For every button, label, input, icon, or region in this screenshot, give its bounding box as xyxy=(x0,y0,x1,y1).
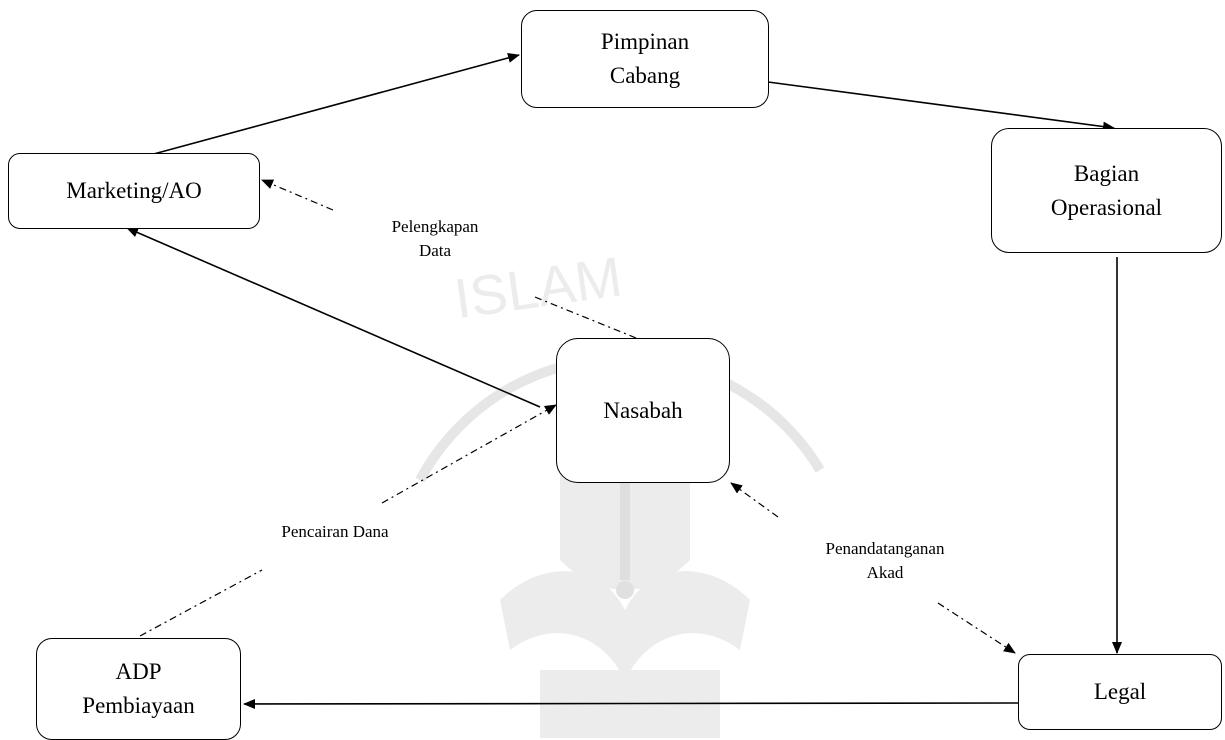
arrow-nasabah-to-marketing xyxy=(126,227,541,408)
dash-penandatanganan-to-legal xyxy=(937,602,1016,654)
node-pimpinan-cabang: Pimpinan Cabang xyxy=(521,10,769,108)
node-label: Nasabah xyxy=(603,397,683,423)
dash-nasabah-to-pelengkapan xyxy=(534,296,637,339)
node-adp-pembiayaan: ADP Pembiayaan xyxy=(36,638,241,740)
label-pencairan-dana: Pencairan Dana xyxy=(240,520,430,544)
dash-adp-to-pencairan xyxy=(139,569,263,637)
node-label: ADP xyxy=(115,659,162,684)
dash-penandatanganan-to-nasabah xyxy=(730,482,779,518)
dash-pencairan-to-nasabah xyxy=(381,404,557,504)
label-line: Pelengkapan xyxy=(391,217,479,236)
node-label: Legal xyxy=(1093,679,1147,704)
dash-pelengkapan-to-marketing xyxy=(261,179,334,211)
node-label: Bagian xyxy=(1073,160,1140,186)
node-nasabah: Nasabah xyxy=(556,338,730,483)
label-line: Akad xyxy=(866,563,904,582)
node-legal: Legal xyxy=(1018,654,1222,730)
node-bagian-operasional: Bagian Operasional xyxy=(991,128,1222,253)
node-label: Cabang xyxy=(609,63,681,88)
label-pelengkapan-data: Pelengkapan Data xyxy=(355,215,515,263)
label-line: Penandatanganan xyxy=(825,539,945,558)
label-line: Data xyxy=(418,241,452,260)
node-label: Marketing/AO xyxy=(66,178,202,203)
arrow-pimpinan-to-operasional xyxy=(767,81,1115,132)
arrow-marketing-to-pimpinan xyxy=(149,53,520,156)
node-label: Pimpinan xyxy=(600,29,690,54)
label-line: Pencairan Dana xyxy=(281,522,389,541)
node-label: Operasional xyxy=(1050,194,1163,220)
label-penandatanganan-akad: Penandatanganan Akad xyxy=(780,537,990,585)
node-marketing-ao: Marketing/AO xyxy=(8,153,260,229)
arrow-legal-to-adp xyxy=(243,698,1019,709)
node-label: Pembiayaan xyxy=(82,693,195,718)
